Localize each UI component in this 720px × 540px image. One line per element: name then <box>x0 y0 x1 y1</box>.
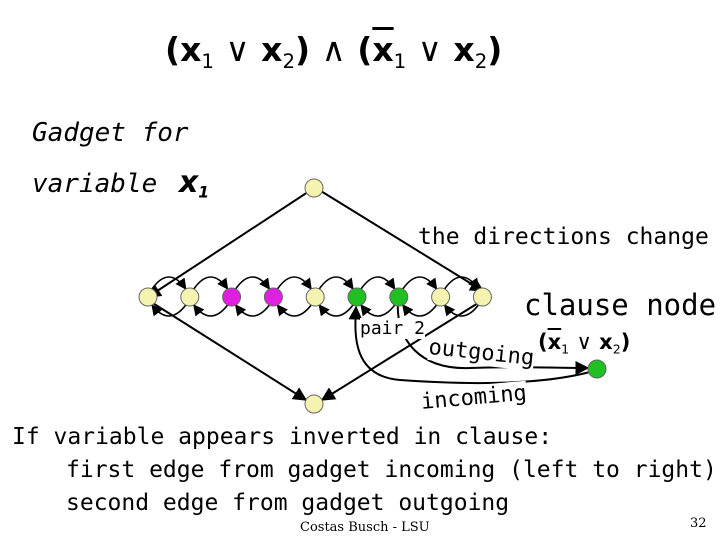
chain-arc-upper <box>151 276 187 290</box>
chain-arc-lower <box>402 304 438 317</box>
chain-node-yellow <box>305 287 325 307</box>
chain-arc-lower <box>443 304 480 317</box>
gadget-label-line1: Gadget for <box>32 118 189 148</box>
chain-arc-lower <box>193 304 229 317</box>
incoming-edge <box>348 305 591 385</box>
chain-nodes <box>138 287 492 307</box>
bottom-node <box>304 394 324 414</box>
chain-node-green <box>389 287 409 307</box>
chain-node-yellow <box>138 287 158 307</box>
chain-arc-lower <box>318 304 354 317</box>
pair-label: pair 2 <box>360 318 426 339</box>
page-number: 32 <box>690 516 707 531</box>
chain-arc-upper <box>234 276 271 290</box>
edge-top-left <box>146 187 315 298</box>
top-node <box>304 178 324 198</box>
clause-node-label: clause node <box>524 288 717 322</box>
chain-arc-lower <box>151 304 187 317</box>
chain-arc-upper <box>443 276 480 290</box>
gadget-label-line2: variable x1 <box>32 165 210 202</box>
chain-node-green <box>347 287 367 307</box>
chain-arc-upper <box>276 276 312 290</box>
chain-arcs <box>151 276 480 317</box>
clause-node <box>587 359 607 379</box>
explanation-line3: second edge from gadget outgoing <box>66 490 510 516</box>
chain-arc-upper <box>360 276 396 290</box>
explanation-line2: first edge from gadget incoming (left to… <box>66 457 717 483</box>
chain-arc-lower <box>276 304 312 317</box>
edge-top-right <box>315 187 485 292</box>
directions-label: the directions change <box>418 224 709 250</box>
chain-arc-lower <box>234 304 271 317</box>
chain-arc-upper <box>402 276 438 290</box>
footer-author: Costas Busch - LSU <box>300 520 430 535</box>
chain-arc-upper <box>318 276 354 290</box>
edge-left-bottom <box>147 299 308 401</box>
chain-node-magenta <box>263 287 283 307</box>
chain-arc-upper <box>193 276 229 290</box>
chain-node-yellow <box>431 287 451 307</box>
explanation-line1: If variable appears inverted in clause: <box>12 424 553 450</box>
chain-arc-lower <box>360 304 396 317</box>
edge-right-bottom <box>320 299 484 401</box>
title-formula: (x1 ∨ x2) ∧ (x1 ∨ x2) <box>165 30 503 73</box>
chain-node-yellow <box>180 287 200 307</box>
clause-formula: (x1 ∨ x2) <box>538 330 631 357</box>
chain-node-magenta <box>222 287 242 307</box>
chain-node-yellow <box>472 287 492 307</box>
